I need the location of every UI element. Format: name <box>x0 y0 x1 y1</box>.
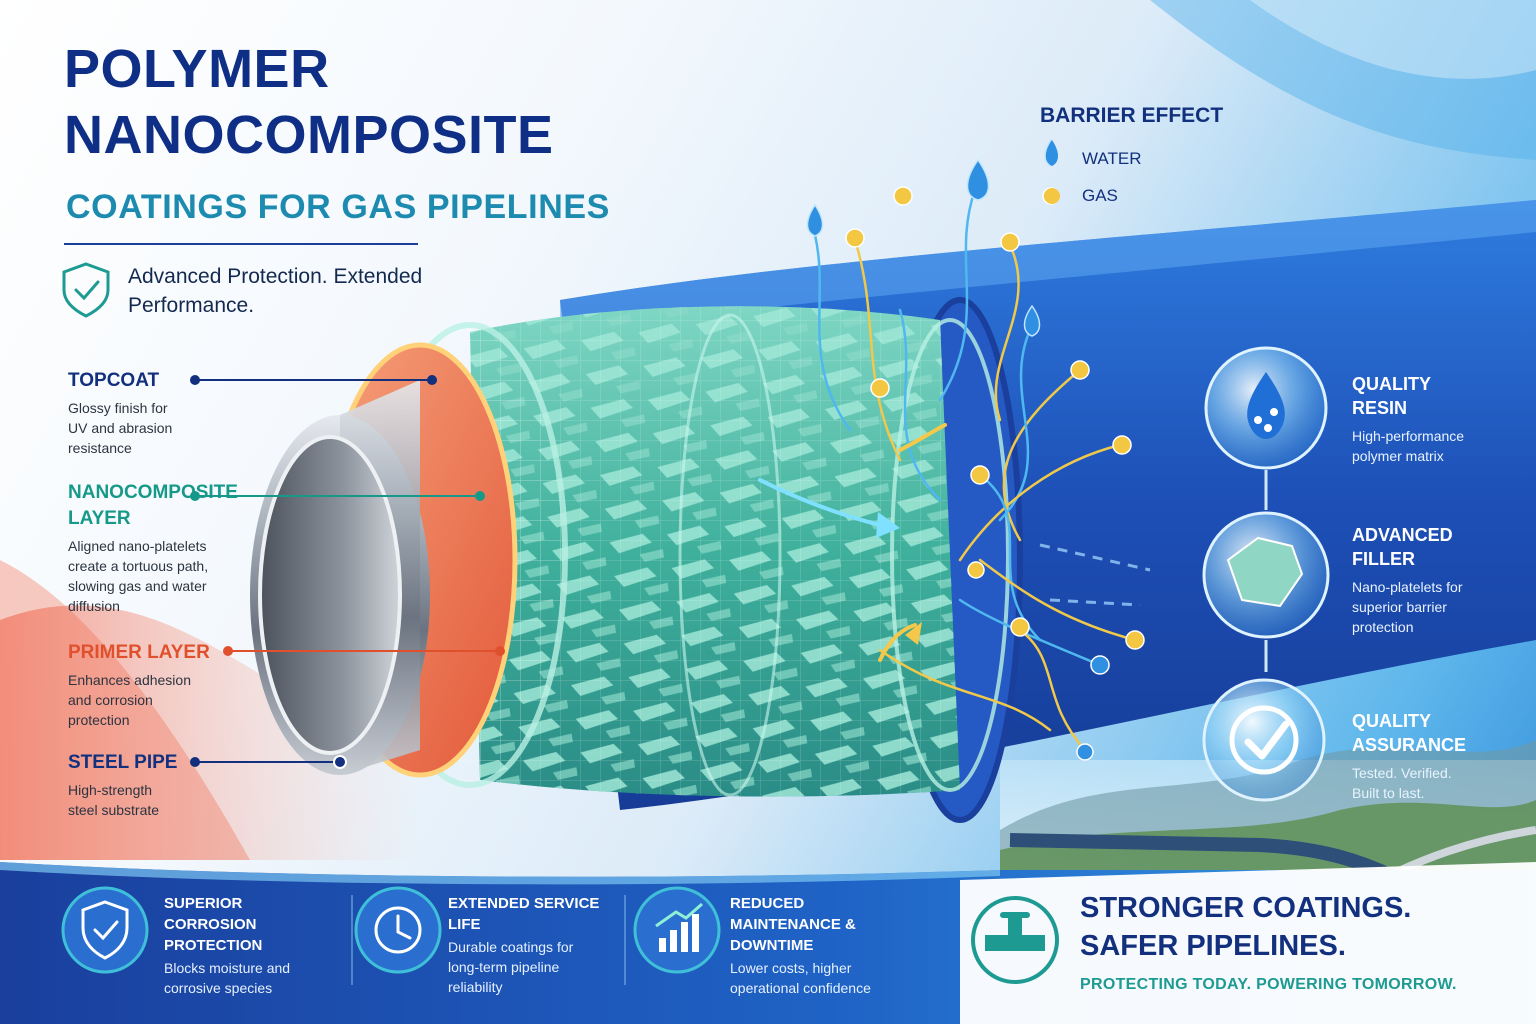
cta-tagline: PROTECTING TODAY. POWERING TOMORROW. <box>1080 976 1457 993</box>
benefit-desc: Lower costs, higher operational confiden… <box>730 960 871 996</box>
barrier-title: BARRIER EFFECT <box>1040 104 1224 127</box>
legend-gas: GAS <box>1082 186 1118 205</box>
page-subtitle: COATINGS FOR GAS PIPELINES <box>66 188 610 226</box>
growth-chart-icon <box>635 888 719 972</box>
benefit-service-life: EXTENDED SERVICE LIFE Durable coatings f… <box>448 893 623 997</box>
benefit-maintenance: REDUCED MAINTENANCE & DOWNTIME Lower cos… <box>730 893 910 998</box>
feature-title: ADVANCED FILLER <box>1352 525 1453 569</box>
legend-water: WATER <box>1082 149 1142 168</box>
page-title-line2: NANOCOMPOSITE <box>64 105 554 165</box>
feature-desc: Nano-platelets for superior barrier prot… <box>1352 579 1463 635</box>
pipeline-valve-icon <box>972 896 1058 982</box>
benefit-desc: Blocks moisture and corrosive species <box>164 960 291 996</box>
callout-desc: Glossy finish for UV and abrasion resist… <box>68 400 173 456</box>
benefit-title: SUPERIOR CORROSION PROTECTION <box>164 895 263 954</box>
callout-topcoat: TOPCOAT Glossy finish for UV and abrasio… <box>68 368 188 458</box>
feature-title: QUALITY RESIN <box>1352 374 1431 418</box>
feature-desc: High-performance polymer matrix <box>1352 428 1465 464</box>
callout-steel: STEEL PIPE High-strength steel substrate <box>68 750 178 820</box>
shield-check-icon <box>63 888 147 972</box>
shield-check-icon <box>64 262 110 318</box>
feature-title: QUALITY ASSURANCE <box>1352 711 1467 755</box>
checkmark-icon <box>1204 680 1324 800</box>
benefit-title: EXTENDED SERVICE LIFE <box>448 895 600 933</box>
feature-filler: ADVANCED FILLER Nano-platelets for super… <box>1352 523 1472 637</box>
droplet-molecule-icon <box>1206 348 1326 468</box>
callout-title: STEEL PIPE <box>68 752 178 773</box>
benefit-corrosion: SUPERIOR CORROSION PROTECTION Blocks moi… <box>164 893 324 998</box>
callout-title: TOPCOAT <box>68 370 160 391</box>
callout-desc: Aligned nano-platelets create a tortuous… <box>68 538 209 614</box>
feature-quality: QUALITY ASSURANCE Tested. Verified. Buil… <box>1352 709 1472 803</box>
callout-title: NANOCOMPOSITE LAYER <box>68 482 238 529</box>
callout-desc: Enhances adhesion and corrosion protecti… <box>68 672 191 728</box>
benefit-desc: Durable coatings for long-term pipeline … <box>448 939 574 995</box>
gas-sphere-icon <box>1040 184 1064 208</box>
water-droplet-icon <box>1040 138 1064 168</box>
benefit-title: REDUCED MAINTENANCE & DOWNTIME <box>730 895 856 954</box>
callout-desc: High-strength steel substrate <box>68 782 160 818</box>
cta-line2: SAFER PIPELINES. <box>1080 930 1346 962</box>
callout-primer: PRIMER LAYER Enhances adhesion and corro… <box>68 640 210 730</box>
clock-icon <box>356 888 440 972</box>
feature-desc: Tested. Verified. Built to last. <box>1352 765 1452 801</box>
platelet-icon <box>1204 513 1328 637</box>
tagline: Advanced Protection. Extended Performanc… <box>128 265 423 317</box>
page-title-line1: POLYMER <box>64 39 330 99</box>
feature-resin: QUALITY RESIN High-performance polymer m… <box>1352 372 1502 466</box>
callout-title: PRIMER LAYER <box>68 642 210 663</box>
callout-nanocomposite: NANOCOMPOSITE LAYER Aligned nano-platele… <box>68 480 258 616</box>
cta-line1: STRONGER COATINGS. <box>1080 892 1412 924</box>
